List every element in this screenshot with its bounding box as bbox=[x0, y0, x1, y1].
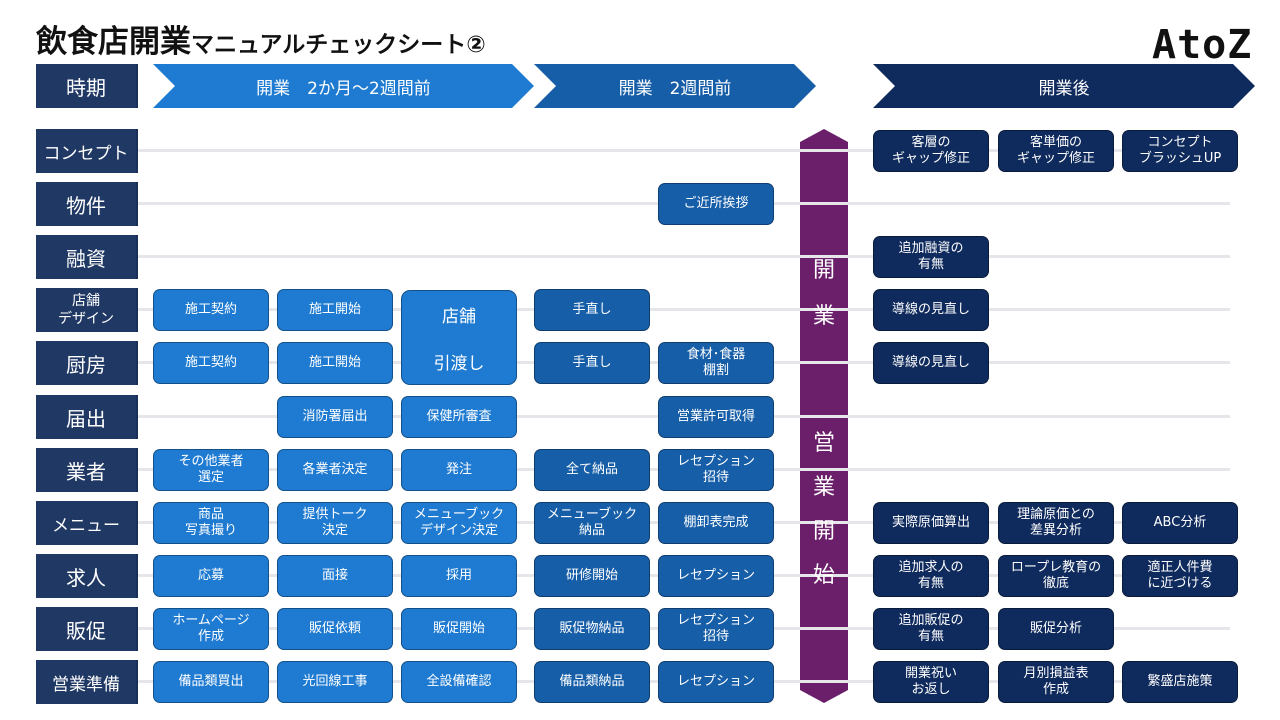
task-cell: 備品類納品 bbox=[534, 661, 650, 703]
banner-char: 業 bbox=[812, 475, 835, 500]
task-cell: ホームページ 作成 bbox=[153, 608, 269, 650]
task-cell: 追加融資の 有無 bbox=[873, 236, 989, 278]
row-label: メニュー bbox=[36, 501, 138, 545]
task-cell: ご近所挨拶 bbox=[658, 183, 774, 225]
banner-char: 営 bbox=[812, 431, 835, 456]
task-cell: 面接 bbox=[277, 555, 393, 597]
task-cell: レセプション bbox=[658, 555, 774, 597]
task-cell: 光回線工事 bbox=[277, 661, 393, 703]
row-label: コンセプト bbox=[36, 129, 138, 173]
task-cell: 保健所審査 bbox=[401, 396, 517, 438]
task-cell: 施工開始 bbox=[277, 289, 393, 331]
task-cell: 手直し bbox=[534, 289, 650, 331]
phase-label-1: 開業 2か月～2週間前 bbox=[256, 78, 431, 99]
banner-char: 業 bbox=[812, 304, 835, 329]
task-cell: 商品 写真撮り bbox=[153, 502, 269, 544]
phase-chevron-1 bbox=[153, 64, 534, 108]
task-cell: 食材･食器 棚割 bbox=[658, 342, 774, 384]
task-cell: ABC分析 bbox=[1122, 502, 1238, 544]
task-cell: レセプション 招待 bbox=[658, 449, 774, 491]
task-cell: 追加求人の 有無 bbox=[873, 555, 989, 597]
period-label: 時期 bbox=[36, 64, 138, 108]
task-cell: 営業許可取得 bbox=[658, 396, 774, 438]
row-label: 物件 bbox=[36, 182, 138, 226]
row-label: 店舗 デザイン bbox=[36, 288, 138, 332]
banner-char: 開 bbox=[812, 519, 835, 544]
task-cell: 棚卸表完成 bbox=[658, 502, 774, 544]
row-guide-line bbox=[138, 255, 1230, 258]
title-main: 飲食店開業 bbox=[36, 24, 191, 60]
task-cell: コンセプト ブラッシュUP bbox=[1122, 130, 1238, 172]
task-cell: 販促物納品 bbox=[534, 608, 650, 650]
banner-char: 開 bbox=[812, 258, 835, 283]
task-cell: 提供トーク 決定 bbox=[277, 502, 393, 544]
store-handover-line: 引渡し bbox=[433, 353, 485, 374]
task-cell: 全設備確認 bbox=[401, 661, 517, 703]
task-cell: レセプション bbox=[658, 661, 774, 703]
row-guide-line bbox=[138, 308, 1230, 311]
banner-char: 始 bbox=[812, 563, 835, 588]
task-cell: 客単価の ギャップ修正 bbox=[998, 130, 1114, 172]
task-cell: ロープレ教育の 徹底 bbox=[998, 555, 1114, 597]
task-cell: 発注 bbox=[401, 449, 517, 491]
task-cell: 適正人件費 に近づける bbox=[1122, 555, 1238, 597]
task-cell: 応募 bbox=[153, 555, 269, 597]
task-cell: 理論原価との 差異分析 bbox=[998, 502, 1114, 544]
atoz-logo: AtoZ bbox=[1152, 22, 1253, 68]
store-handover-cell: 店舗引渡し bbox=[401, 290, 517, 385]
task-cell: 販促分析 bbox=[998, 608, 1114, 650]
task-cell: その他業者 選定 bbox=[153, 449, 269, 491]
task-cell: 施工契約 bbox=[153, 342, 269, 384]
task-cell: 月別損益表 作成 bbox=[998, 661, 1114, 703]
task-cell: 採用 bbox=[401, 555, 517, 597]
page-title: 飲食店開業マニュアルチェックシート② bbox=[36, 16, 486, 61]
task-cell: 導線の見直し bbox=[873, 342, 989, 384]
phase-chevron-3 bbox=[873, 64, 1255, 108]
row-guide-line bbox=[138, 149, 1230, 152]
task-cell: 実際原価算出 bbox=[873, 502, 989, 544]
task-cell: 研修開始 bbox=[534, 555, 650, 597]
task-cell: メニューブック デザイン決定 bbox=[401, 502, 517, 544]
task-cell: 全て納品 bbox=[534, 449, 650, 491]
row-label: 販促 bbox=[36, 607, 138, 651]
task-cell: 消防署届出 bbox=[277, 396, 393, 438]
task-cell: 備品類買出 bbox=[153, 661, 269, 703]
title-sub: マニュアルチェックシート② bbox=[191, 32, 486, 58]
task-cell: 客層の ギャップ修正 bbox=[873, 130, 989, 172]
task-cell: 各業者決定 bbox=[277, 449, 393, 491]
task-cell: 施工開始 bbox=[277, 342, 393, 384]
row-label: 営業準備 bbox=[36, 660, 138, 704]
row-label: 届出 bbox=[36, 395, 138, 439]
row-label: 業者 bbox=[36, 448, 138, 492]
row-label: 厨房 bbox=[36, 341, 138, 385]
task-cell: 手直し bbox=[534, 342, 650, 384]
task-cell: 繁盛店施策 bbox=[1122, 661, 1238, 703]
phase-label-3: 開業後 bbox=[1038, 78, 1090, 99]
phase-label-2: 開業 2週間前 bbox=[618, 78, 732, 99]
task-cell: 導線の見直し bbox=[873, 289, 989, 331]
task-cell: レセプション 招待 bbox=[658, 608, 774, 650]
task-cell: 販促依頼 bbox=[277, 608, 393, 650]
row-label: 融資 bbox=[36, 235, 138, 279]
task-cell: 開業祝い お返し bbox=[873, 661, 989, 703]
store-handover-line: 店舗 bbox=[442, 306, 476, 327]
task-cell: メニューブック 納品 bbox=[534, 502, 650, 544]
phase-chevron-2 bbox=[534, 64, 816, 108]
task-cell: 施工契約 bbox=[153, 289, 269, 331]
task-cell: 追加販促の 有無 bbox=[873, 608, 989, 650]
task-cell: 販促開始 bbox=[401, 608, 517, 650]
row-label: 求人 bbox=[36, 554, 138, 598]
